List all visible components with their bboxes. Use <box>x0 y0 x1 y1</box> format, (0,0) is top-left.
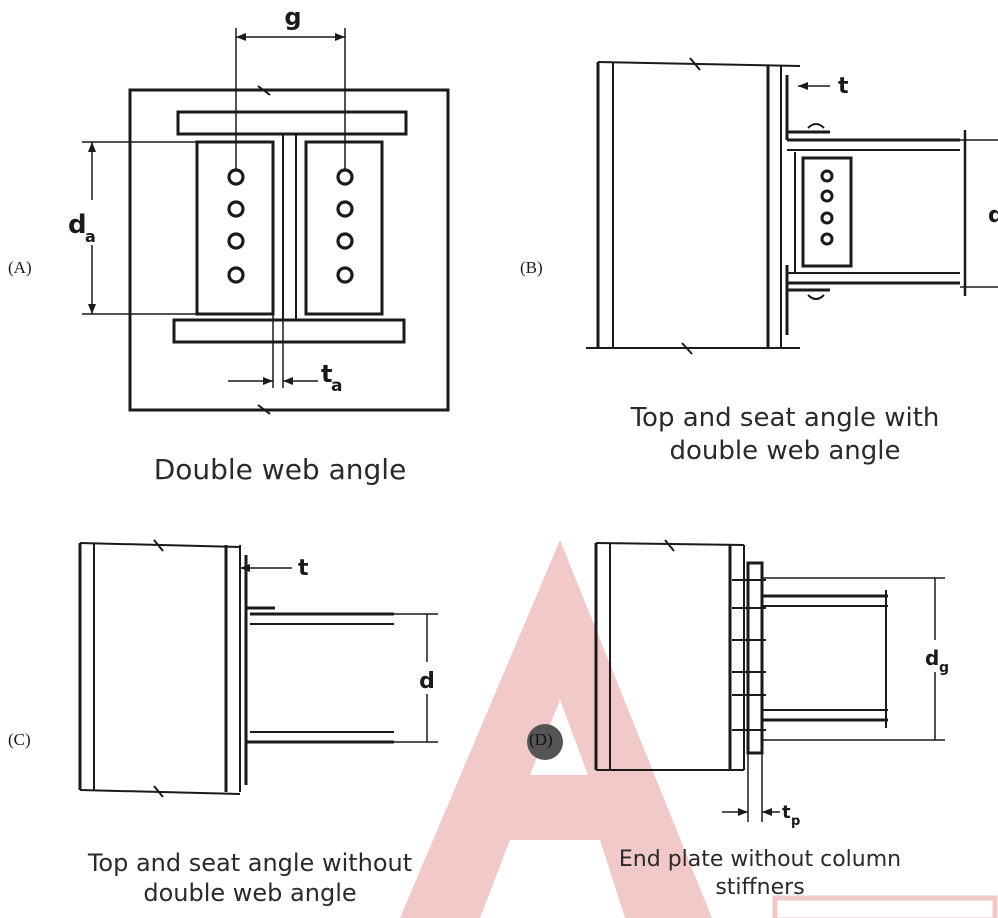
panel-label-a: (A) <box>8 258 32 277</box>
caption-d-line-2: stiffners <box>715 874 805 900</box>
caption-d-line-1: End plate without column <box>618 847 902 872</box>
caption-c-line-2: double web angle <box>143 879 357 907</box>
dim-b-thickness: t <box>838 74 849 99</box>
panel-d-label-marker <box>527 724 563 760</box>
end-plate-bolts <box>732 579 766 731</box>
dim-a-thickness: t <box>321 360 332 388</box>
dim-b-depth: d <box>988 203 998 228</box>
diagram-d-end-plate: d g t p <box>527 539 949 829</box>
dim-a-gauge: g <box>284 3 301 31</box>
dim-d-depth: d <box>925 646 939 670</box>
dim-c-depth: d <box>419 669 435 694</box>
dim-c-thickness: t <box>298 556 309 581</box>
caption-a-line-1: Double web angle <box>153 453 407 486</box>
panel-label-c: (C) <box>8 730 31 749</box>
bolt-holes-b <box>820 169 834 246</box>
dim-a-depth-sub: a <box>85 227 96 246</box>
caption-a: Double web angle <box>90 452 470 487</box>
caption-b-line-2: double web angle <box>669 435 901 466</box>
watermark-logo <box>400 540 998 918</box>
diagram-b-top-seat-with-web-angle: t d <box>586 57 998 355</box>
caption-b-line-1: Top and seat angle with <box>630 403 940 433</box>
diagram-a-double-web-angle: g d a t a <box>68 3 450 415</box>
bolt-holes-a <box>227 168 354 284</box>
caption-c-line-1: Top and seat angle without <box>87 849 413 877</box>
dim-d-thickness: t <box>782 802 791 823</box>
caption-b: Top and seat angle with double web angle <box>580 402 990 467</box>
dim-d-depth-sub: g <box>939 660 949 676</box>
panel-label-b: (B) <box>520 258 543 277</box>
caption-d: End plate without column stiffners <box>560 846 960 901</box>
diagram-c-top-seat-without-web-angle: t d <box>78 539 438 798</box>
caption-c: Top and seat angle without double web an… <box>40 848 460 908</box>
panel-label-d: (D) <box>529 730 553 749</box>
dim-d-thickness-sub: p <box>791 814 800 829</box>
dim-a-depth: d <box>68 210 87 240</box>
dim-a-thickness-sub: a <box>331 376 342 396</box>
